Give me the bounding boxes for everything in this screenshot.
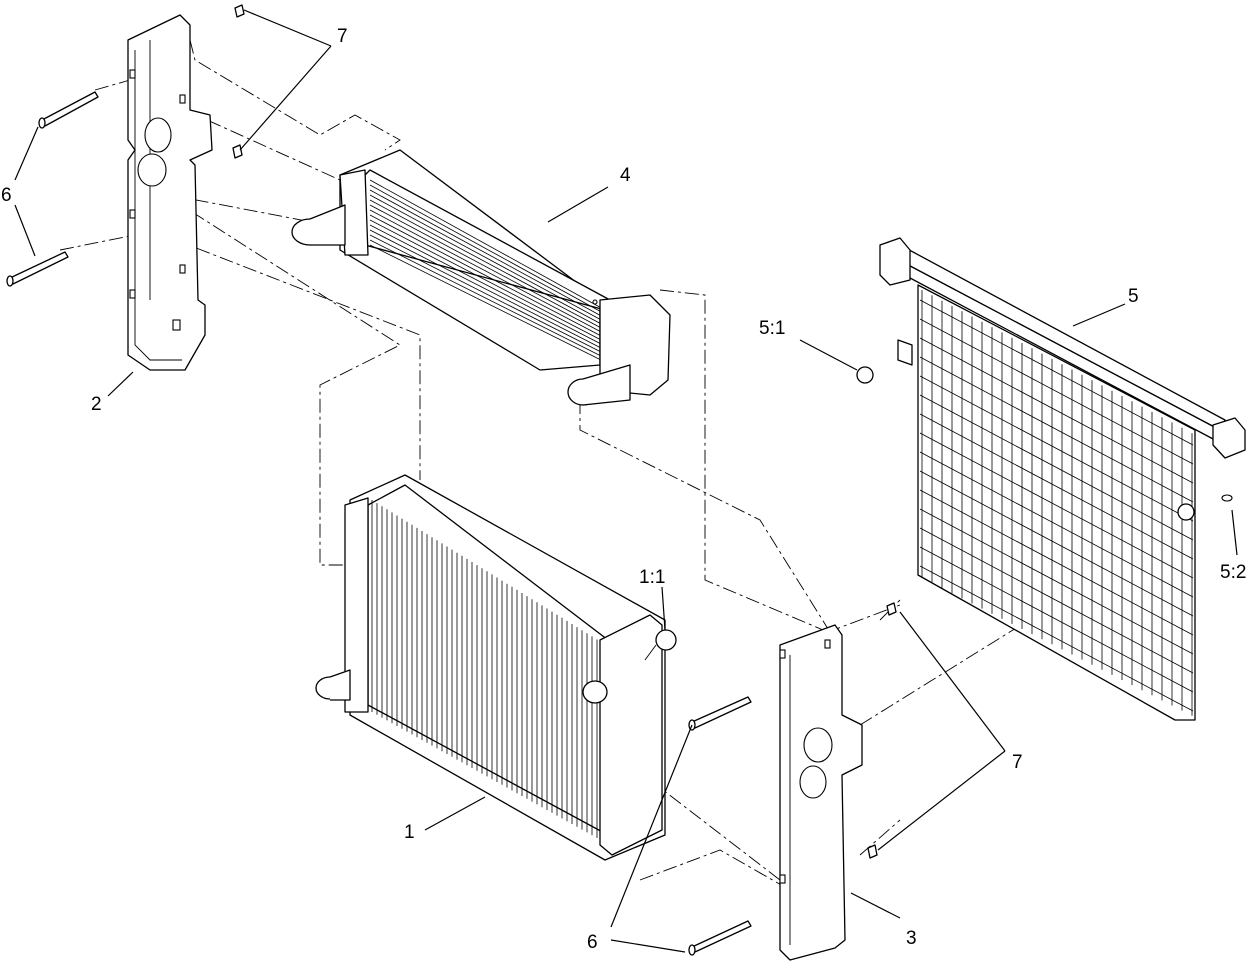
clips-part-7 [232,4,897,859]
callout-7-top: 7 [337,26,348,47]
callout-1-1: 1:1 [639,567,665,588]
bolts-part-6 [6,91,752,956]
callout-labels: 1 1:1 2 3 4 5 5:1 5:2 6 6 7 7 [1,26,1246,953]
callout-4: 4 [620,165,631,186]
callout-3: 3 [906,928,917,949]
radiator-part-1 [315,474,677,861]
right-bracket-part-3 [779,624,863,961]
callout-6-bottom: 6 [587,932,598,953]
callout-1: 1 [404,822,415,843]
callout-5: 5 [1128,286,1139,307]
callout-7-right: 7 [1012,752,1023,773]
callout-5-2: 5:2 [1220,562,1246,583]
callout-6-left: 6 [1,185,12,206]
callout-2: 2 [91,394,102,415]
charge-air-cooler-part-4 [291,149,671,406]
left-bracket-part-2 [127,14,213,371]
leader-lines [14,9,1238,953]
callout-5-1: 5:1 [759,318,785,339]
oil-cooler-part-5 [856,237,1246,721]
